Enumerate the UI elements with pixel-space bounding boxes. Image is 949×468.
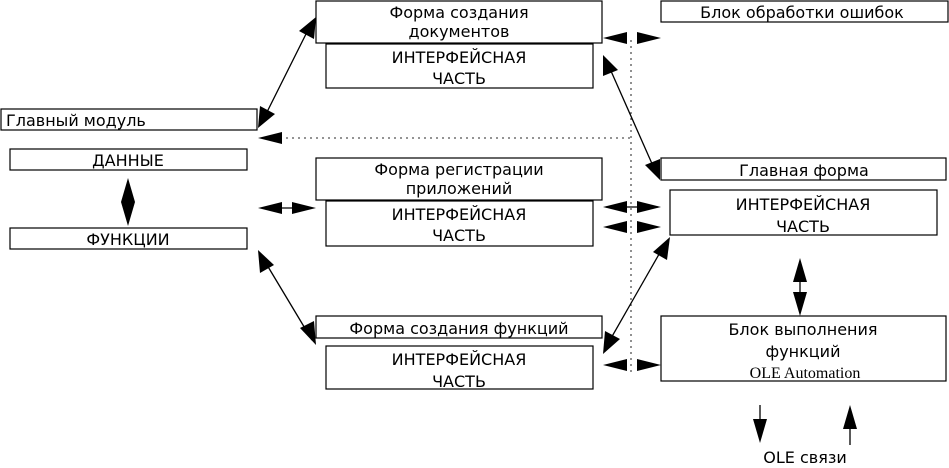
- main-form-part: ИНТЕРФЕЙСНАЯ: [736, 195, 871, 214]
- functions-label: ФУНКЦИИ: [86, 230, 169, 249]
- exec-block-title-2: функций: [766, 342, 841, 361]
- doc-form-part-2: ЧАСТЬ: [432, 69, 486, 88]
- reg-form-part: ИНТЕРФЕЙСНАЯ: [392, 205, 527, 224]
- main-module: Главный модуль ДАННЫЕ ФУНКЦИИ: [0, 108, 258, 250]
- connectors: [121, 17, 857, 445]
- arrow-main-doc: [261, 21, 313, 123]
- arrow-doc-mainform: [606, 61, 658, 176]
- doc-form-part: ИНТЕРФЕЙСНАЯ: [392, 48, 527, 67]
- arrow-to-main-module: [258, 132, 282, 144]
- data-label: ДАННЫЕ: [92, 151, 164, 170]
- exec-block: Блок выполнения функций OLE Automation: [660, 315, 947, 382]
- arrow-func-mainform: [605, 241, 667, 348]
- arrow-main-func: [260, 254, 313, 341]
- error-block: Блок обработки ошибок: [660, 0, 949, 23]
- arrow-mainform-exec: [793, 258, 807, 282]
- main-form-title: Главная форма: [739, 161, 869, 180]
- error-block-title: Блок обработки ошибок: [700, 3, 904, 22]
- func-form-title: Форма создания функций: [349, 319, 568, 338]
- reg-form-title-2: приложений: [406, 179, 513, 198]
- arrow-ole-in: [843, 405, 857, 429]
- exec-block-title: Блок выполнения: [728, 320, 877, 339]
- reg-form: Форма регистрации приложений ИНТЕРФЕЙСНА…: [315, 157, 603, 247]
- func-form-part: ИНТЕРФЕЙСНАЯ: [392, 350, 527, 369]
- doc-form-title-2: документов: [409, 22, 510, 41]
- doc-form-title: Форма создания: [389, 3, 528, 22]
- func-form-part-2: ЧАСТЬ: [432, 372, 486, 391]
- main-form: Главная форма ИНТЕРФЕЙСНАЯ ЧАСТЬ: [660, 157, 947, 236]
- func-form: Форма создания функций ИНТЕРФЕЙСНАЯ ЧАСТ…: [315, 315, 603, 391]
- reg-form-part-2: ЧАСТЬ: [432, 226, 486, 245]
- arrow-data-functions: [121, 178, 135, 226]
- doc-form: Форма создания документов ИНТЕРФЕЙСНАЯ Ч…: [315, 0, 603, 89]
- main-module-title: Главный модуль: [6, 111, 146, 130]
- reg-form-title: Форма регистрации: [374, 160, 543, 179]
- exec-block-ole: OLE Automation: [750, 365, 861, 382]
- main-form-part-2: ЧАСТЬ: [776, 217, 830, 236]
- arrow-ole-out: [753, 419, 767, 443]
- ole-links-label: OLE связи: [763, 448, 846, 467]
